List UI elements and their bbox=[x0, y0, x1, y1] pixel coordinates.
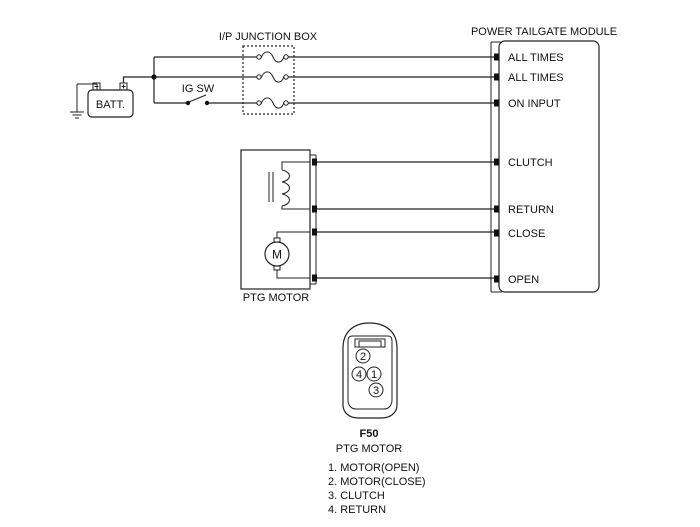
module-pin-open: OPEN bbox=[508, 274, 539, 286]
connector-pin-3: 3 bbox=[373, 385, 379, 397]
connector-pin-1: 1 bbox=[371, 369, 377, 381]
fuse-icon bbox=[246, 51, 494, 63]
pin-legend-item: 4. RETURN bbox=[328, 504, 386, 516]
ptg-motor-unit: PTG MOTOR M bbox=[240, 149, 317, 304]
pin-legend-item: 3. CLUTCH bbox=[328, 490, 385, 502]
connector-code: F50 bbox=[360, 428, 379, 440]
pin-legend-item: 2. MOTOR(CLOSE) bbox=[328, 476, 426, 488]
module-pin-on-input: ON INPUT bbox=[508, 98, 561, 110]
module-pin-close: CLOSE bbox=[508, 228, 545, 240]
module-pin-all-times-1: ALL TIMES bbox=[508, 52, 564, 64]
pin-legend-item: 1. MOTOR(OPEN) bbox=[328, 462, 419, 474]
ptg-motor-label: PTG MOTOR bbox=[243, 292, 309, 304]
connector-name: PTG MOTOR bbox=[336, 443, 402, 455]
motor-symbol: M bbox=[272, 248, 282, 262]
module-label: POWER TAILGATE MODULE bbox=[471, 26, 617, 38]
module-pin-return: RETURN bbox=[508, 204, 554, 216]
module-pin-all-times-2: ALL TIMES bbox=[508, 72, 564, 84]
battery-feed-wires bbox=[122, 56, 246, 104]
motor-icon: M bbox=[264, 231, 310, 279]
motor-module-wires bbox=[317, 161, 494, 279]
fuse-icon bbox=[246, 71, 494, 83]
connector-pin-4: 4 bbox=[356, 369, 362, 381]
junction-box: I/P JUNCTION BOX bbox=[219, 31, 494, 115]
fuse-icon bbox=[246, 97, 494, 109]
ignition-switch: IG SW bbox=[182, 83, 215, 106]
connector-pin-2: 2 bbox=[360, 351, 366, 363]
module-pin-clutch: CLUTCH bbox=[508, 157, 553, 169]
junction-box-label: I/P JUNCTION BOX bbox=[219, 31, 318, 43]
battery-label: BATT. bbox=[96, 99, 125, 111]
clutch-coil-icon bbox=[268, 161, 310, 210]
ig-switch-label: IG SW bbox=[182, 83, 215, 95]
battery-symbol: BATT. bbox=[70, 82, 134, 119]
connector-f50: 2 4 1 3 F50 PTG MOTOR 1. MOTOR(OPEN) 2. … bbox=[328, 322, 426, 516]
power-tailgate-module: POWER TAILGATE MODULE ALL TIMES ALL TIME… bbox=[471, 26, 617, 293]
